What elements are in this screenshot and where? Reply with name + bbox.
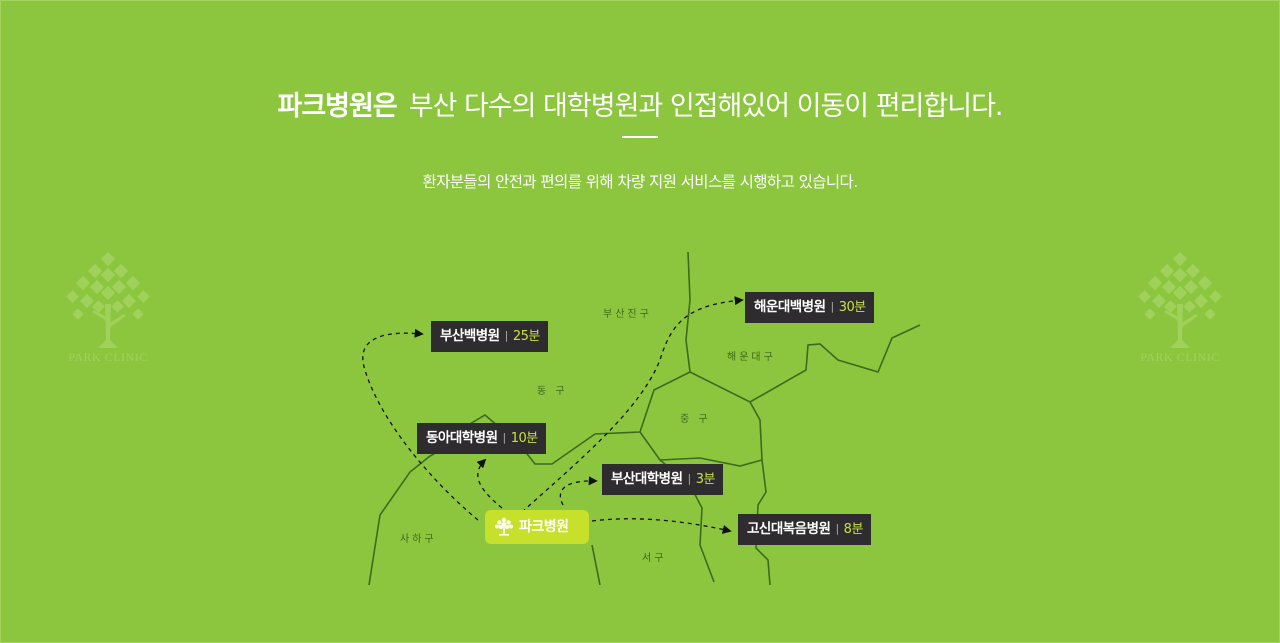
page-title: 파크병원은 부산 다수의 대학병원과 인접해있어 이동이 편리합니다. [0,84,1280,123]
hospital-label-haeundae-baek: 해운대백병원|30분 [745,292,874,323]
title-rest: 부산 다수의 대학병원과 인접해있어 이동이 편리합니다. [408,91,1004,122]
district-jung: 중 구 [680,414,711,425]
route-busan-univ [559,476,598,506]
origin-name: 파크병원 [519,519,569,535]
route-haeundae [521,296,744,513]
route-kosin [591,518,732,534]
park-clinic-watermark-left: PARK CLINIC [48,251,168,372]
district-busanjin: 부산진구 [603,309,652,320]
hospital-name: 동아대학병원 [426,430,498,446]
page-subtitle: 환자분들의 안전과 편의를 위해 차량 지원 서비스를 시행하고 있습니다. [422,173,858,191]
hospital-name: 부산대학병원 [611,471,683,487]
hospital-label-busan-baek: 부산백병원|25분 [431,321,548,352]
title-bold: 파크병원은 [277,91,397,122]
hospital-name: 부산백병원 [440,328,500,344]
district-dong: 동 구 [537,386,568,397]
watermark-text: PARK CLINIC [68,350,148,364]
hospital-name: 고신대복음병원 [747,521,831,537]
district-haeundae: 해운대구 [727,352,776,363]
hospital-label-donga: 동아대학병원|10분 [417,423,546,454]
origin-park-hospital-badge: 파크병원 [485,510,589,544]
hospital-time: 10분 [510,431,539,446]
park-clinic-watermark-right: PARK CLINIC [1120,251,1240,372]
district-saha: 사하구 [400,534,437,545]
tree-logo-icon [495,517,513,536]
hospital-label-busan-univ: 부산대학병원|3분 [602,464,723,495]
hospital-label-kosin: 고신대복음병원|8분 [738,514,871,545]
hospital-name: 해운대백병원 [754,299,826,315]
route-donga [476,458,503,509]
hospital-time: 8분 [843,522,864,537]
hospital-time: 3분 [695,472,716,487]
title-divider [622,136,658,138]
hospital-time: 25분 [512,329,541,344]
tree-logo-icon [66,251,150,348]
hospital-time: 30분 [838,300,867,315]
route-busan-baek [362,328,479,521]
tree-logo-icon [1138,251,1222,348]
district-seo: 서구 [642,553,667,564]
watermark-text: PARK CLINIC [1140,350,1220,364]
route-lines [362,296,744,534]
